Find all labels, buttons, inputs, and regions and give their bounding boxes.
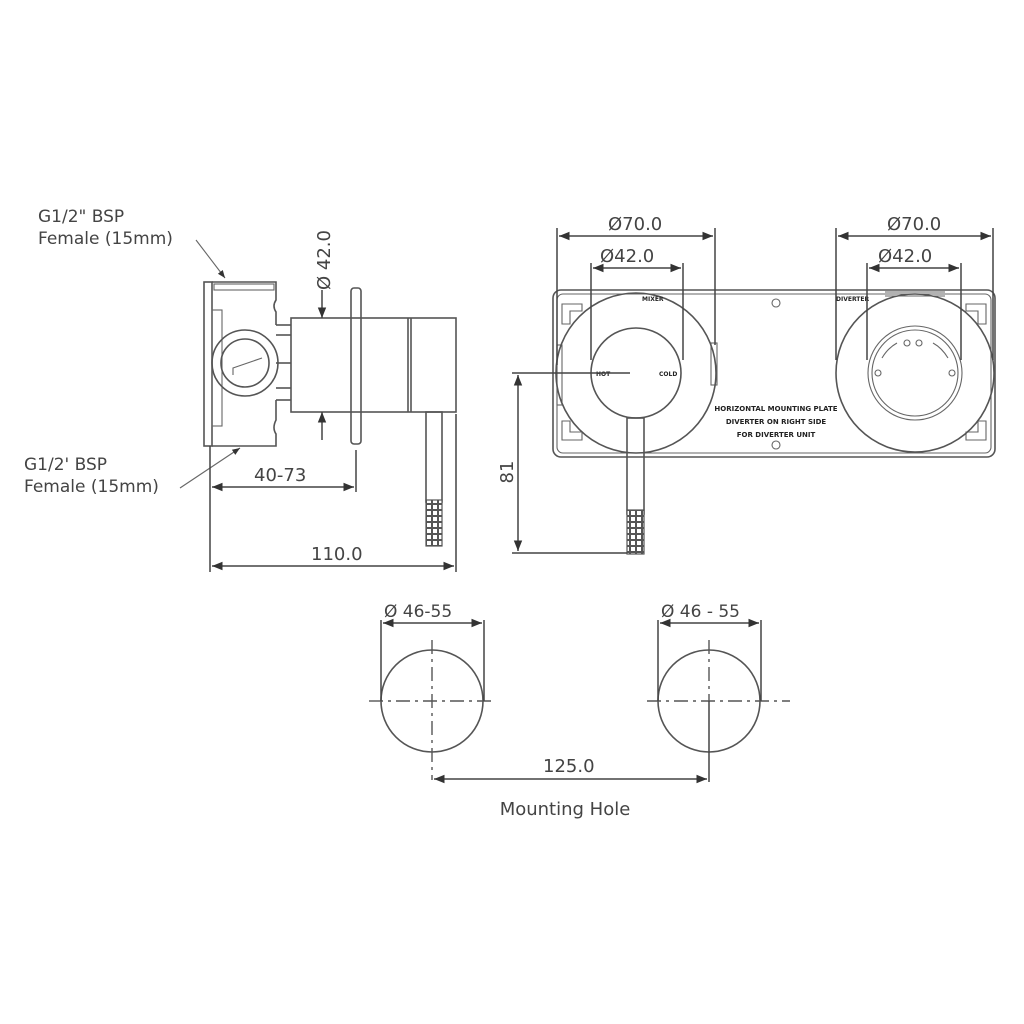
dimension-left-diameters: Ø70.0 Ø42.0: [556, 214, 716, 365]
mounting-holes: Ø 46-55 Ø 46 - 55 125.0 Mounting Hole: [369, 602, 790, 820]
dimension-right-diameters: Ø70.0 Ø42.0: [835, 214, 994, 360]
mounting-hole-left: Ø 46-55: [369, 602, 496, 780]
plate-note-line3: FOR DIVERTER UNIT: [737, 431, 816, 439]
mounting-hole-right: Ø 46 - 55: [647, 602, 790, 782]
dimension-110: 110.0: [212, 414, 457, 572]
left-inner-diameter-text: Ø42.0: [600, 246, 654, 267]
mounting-hole-caption: Mounting Hole: [500, 799, 631, 820]
plate-note: HORIZONTAL MOUNTING PLATE DIVERTER ON RI…: [714, 405, 837, 439]
inlet-top-label-line1: G1/2" BSP: [38, 207, 124, 227]
diverter-trim: DIVERTER: [835, 293, 995, 453]
dimension-40-73: 40-73: [209, 446, 357, 572]
right-inner-diameter-text: Ø42.0: [878, 246, 932, 267]
dimension-text-diameter-side: Ø 42.0: [314, 230, 335, 290]
front-view: MIXER HOT COLD DIVERTER HORIZONTAL MOUNT…: [497, 214, 996, 555]
dimension-text-110: 110.0: [311, 544, 363, 565]
leader-line-top: [195, 239, 226, 279]
inlet-bottom-label-line2: Female (15mm): [24, 477, 159, 497]
dimension-text-81: 81: [497, 461, 518, 484]
right-hole-diameter-text: Ø 46 - 55: [661, 602, 740, 622]
dimension-text-125: 125.0: [543, 756, 595, 777]
left-outer-diameter-text: Ø70.0: [608, 214, 662, 235]
mixer-label: MIXER: [642, 296, 664, 303]
left-hole-diameter-text: Ø 46-55: [384, 602, 452, 622]
plate-note-line1: HORIZONTAL MOUNTING PLATE: [714, 405, 837, 413]
side-view: G1/2" BSP Female (15mm) G1/2' BSP Female…: [24, 207, 457, 572]
dimension-text-40-73: 40-73: [254, 465, 306, 486]
mixer-trim: MIXER HOT COLD: [555, 292, 717, 555]
hot-label: HOT: [596, 371, 611, 378]
dimension-81: 81: [497, 372, 630, 554]
plate-note-line2: DIVERTER ON RIGHT SIDE: [726, 418, 827, 426]
dimension-125: 125.0: [434, 756, 707, 784]
valve-body: [203, 281, 291, 447]
inlet-bottom-label-line1: G1/2' BSP: [24, 455, 107, 475]
handle-lever: [425, 411, 443, 547]
diverter-label: DIVERTER: [836, 296, 869, 303]
dimension-diameter-42-side: Ø 42.0: [314, 230, 335, 440]
trim-body: [290, 287, 457, 445]
right-outer-diameter-text: Ø70.0: [887, 214, 941, 235]
inlet-top-label-line2: Female (15mm): [38, 229, 173, 249]
cold-label: COLD: [659, 371, 677, 378]
